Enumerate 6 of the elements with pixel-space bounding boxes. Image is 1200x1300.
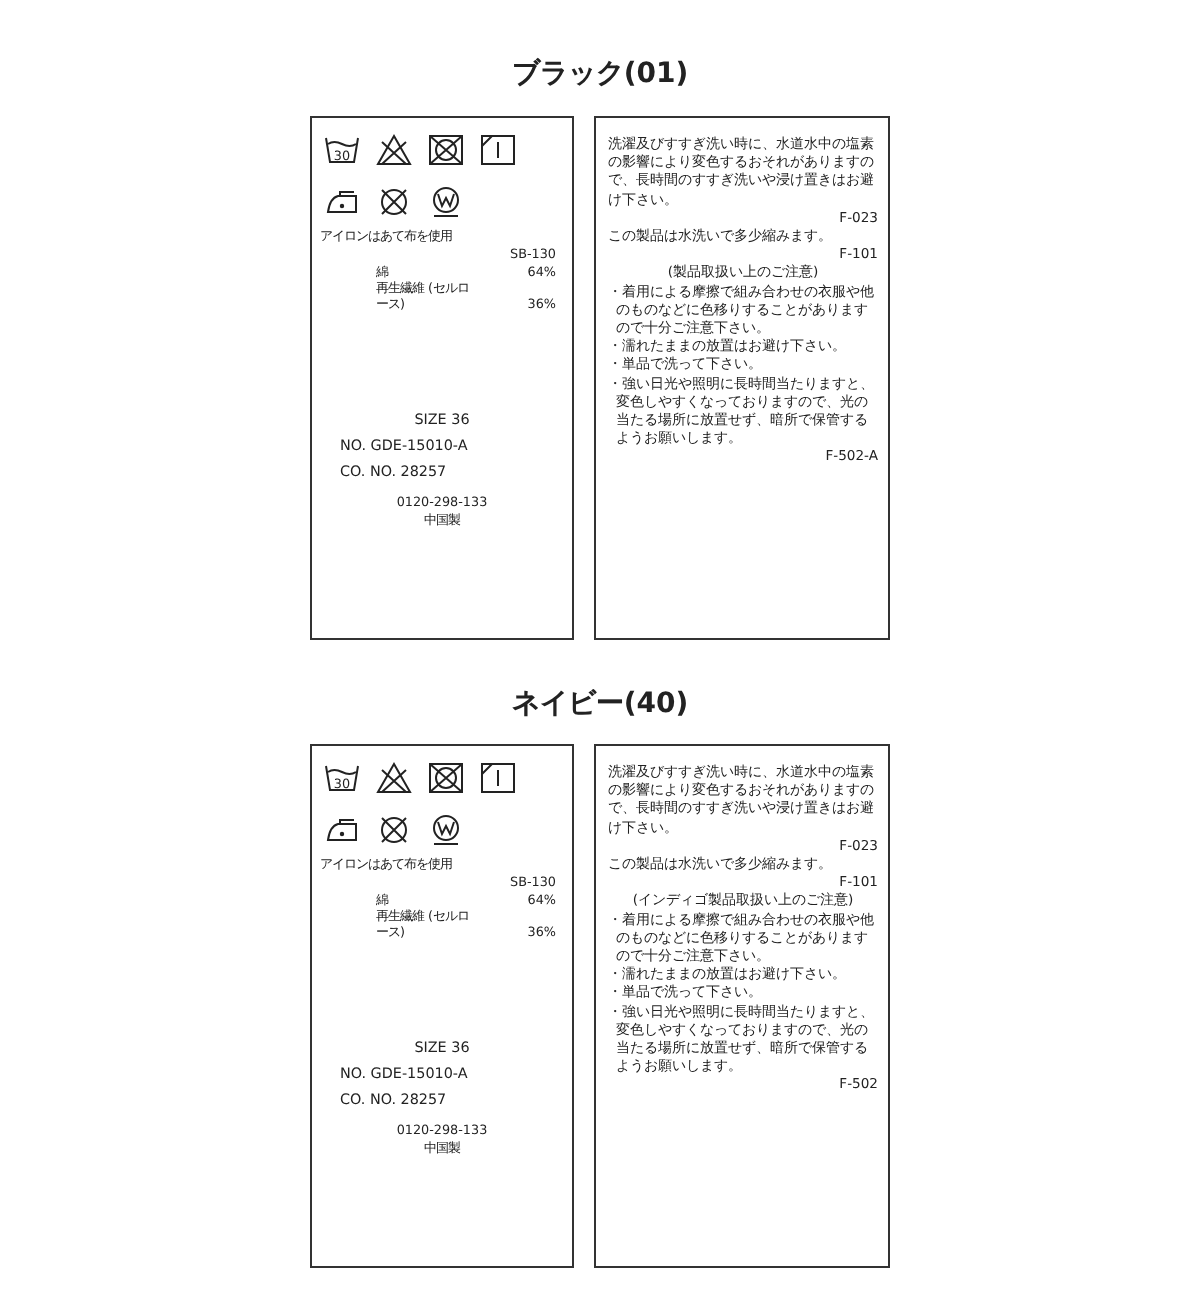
care-label xyxy=(310,744,574,1268)
care-label xyxy=(594,744,890,1268)
care-label xyxy=(310,116,574,640)
variant-heading: ネイビー(40) xyxy=(511,686,689,722)
variant-heading: ブラック(01) xyxy=(511,56,689,92)
care-label xyxy=(594,116,890,640)
